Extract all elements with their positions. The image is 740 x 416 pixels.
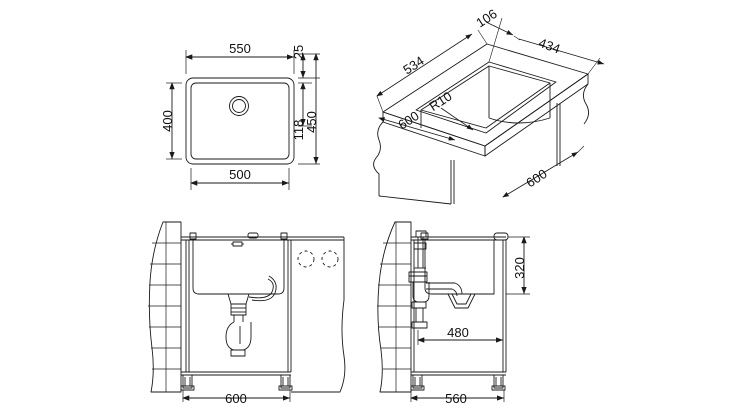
- dim-label-plan-400: 400: [160, 110, 175, 132]
- dim-label-plan-450: 450: [304, 111, 319, 133]
- plan-inner-bowl: [190, 82, 290, 160]
- side-plumbing-assembly: [408, 230, 476, 329]
- front-elevation: [148, 221, 346, 402]
- iso-cabinet-left-break: [373, 121, 384, 196]
- front-cabinet-foot-right: [278, 375, 293, 391]
- iso-worktop-right-edge: [484, 73, 589, 157]
- dim-label-plan-500: 500: [229, 167, 251, 182]
- front-dashed-circle-1: [297, 250, 315, 268]
- front-drain-trap-assembly: [225, 275, 277, 357]
- side-sink-clip-top: [420, 232, 429, 240]
- dim-line-iso-534: [376, 33, 473, 97]
- front-sink-basin: [192, 240, 285, 295]
- dim-label-plan-550: 550: [229, 41, 251, 56]
- dim-label-iso-600-right: 600: [523, 166, 549, 190]
- front-overflow-symbol: [231, 241, 244, 247]
- side-sink-cap-right: [493, 232, 509, 241]
- dim-label-side-480: 480: [447, 325, 469, 340]
- front-wall-brick-courses: [148, 222, 181, 392]
- front-sink-clip-right: [280, 232, 288, 240]
- iso-basin-bottom: [488, 117, 551, 124]
- front-dashed-circle-2: [321, 250, 339, 268]
- side-cabinet-foot-left: [410, 375, 425, 391]
- dim-label-iso-600-left: 600: [395, 108, 421, 132]
- front-cabinet-foot-left: [180, 375, 195, 391]
- front-wall-break-outline: [148, 221, 182, 393]
- dim-label-side-560: 560: [445, 391, 467, 406]
- dim-label-iso-434: 434: [537, 35, 563, 57]
- front-right-panel-break: [291, 237, 346, 393]
- iso-cabinet-front-lower: [378, 195, 452, 205]
- plan-drain-inner-circle: [232, 99, 246, 113]
- dim-label-front-600: 600: [225, 391, 247, 406]
- isometric-view: [373, 17, 605, 205]
- plan-view: [166, 50, 320, 190]
- dim-label-plan-25: 25: [291, 45, 306, 59]
- side-sink-basin: [424, 240, 495, 295]
- side-elevation: [377, 221, 530, 402]
- dim-line-iso-106: [485, 21, 514, 36]
- dim-label-iso-534: 534: [400, 53, 426, 77]
- front-faucet-hole: [247, 232, 259, 239]
- side-cabinet-foot-right: [491, 375, 506, 391]
- dim-line-iso-434: [518, 38, 605, 65]
- dim-line-iso-600-right: [502, 151, 579, 198]
- plan-drain-outer-circle: [229, 96, 249, 116]
- plan-outer-rim: [185, 77, 295, 165]
- dim-label-side-320: 320: [512, 257, 527, 279]
- dim-line-iso-600-left: [378, 117, 456, 141]
- dim-label-plan-118: 118: [291, 120, 306, 141]
- dim-label-iso-r10: R10: [426, 88, 454, 114]
- dim-line-iso-r10: [440, 107, 474, 131]
- front-sink-clip-left: [189, 232, 197, 240]
- side-wall-break-outline: [377, 221, 412, 393]
- iso-cabinet-right-break: [583, 83, 589, 125]
- side-wall-brick-courses: [377, 222, 411, 392]
